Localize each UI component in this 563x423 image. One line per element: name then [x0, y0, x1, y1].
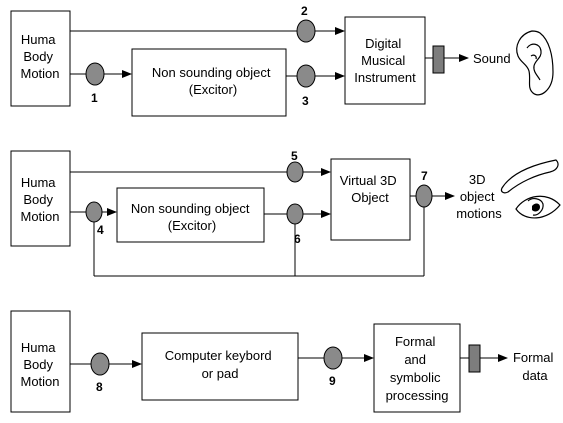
row1-output-label: Sound [473, 51, 511, 66]
row3-output-label: Formal data [513, 350, 557, 383]
row3-output-block [468, 344, 481, 373]
row1-instrument-box [344, 16, 426, 105]
node-1 [85, 62, 105, 86]
row3-processing-box [373, 323, 461, 413]
node-7 [415, 184, 433, 208]
row2-object-label: Virtual 3D Object [340, 173, 400, 205]
row1-excitor-box [131, 48, 287, 117]
row3-input-label: Huma Body Motion [20, 340, 59, 389]
eye-icon [500, 159, 561, 219]
row-2: Huma Body Motion 5 4 Non sounding object… [10, 149, 561, 277]
row2-excitor-label: Non sounding object (Excitor) [131, 201, 253, 233]
node-9 [323, 346, 343, 370]
row1-input-label: Huma Body Motion [20, 32, 59, 81]
row3-keyboard-label: Computer keybord or pad [165, 348, 276, 381]
row3-input-box [10, 310, 71, 413]
row2-output-label: 3D object motions [456, 172, 502, 221]
label-1: 1 [91, 91, 98, 105]
row1-output-block [432, 45, 445, 74]
row3-keyboard-box [141, 332, 299, 401]
row2-input-label: Huma Body Motion [20, 175, 59, 224]
row-3: Huma Body Motion 8 Computer keybord or p… [10, 310, 557, 413]
label-3: 3 [302, 94, 309, 108]
label-7: 7 [421, 169, 428, 183]
label-9: 9 [329, 374, 336, 388]
row2-object-box [330, 158, 411, 241]
label-2: 2 [301, 4, 308, 18]
row2-excitor-box [116, 187, 265, 243]
node-4 [85, 201, 103, 223]
node-6 [286, 203, 304, 225]
label-5: 5 [291, 149, 298, 163]
ear-icon [516, 30, 554, 96]
node-5 [286, 161, 304, 183]
node-8 [90, 352, 110, 376]
row1-instrument-label: Digital Musical Instrument [354, 36, 416, 85]
label-4: 4 [97, 223, 104, 237]
node-2 [296, 19, 316, 43]
row1-input-box [10, 10, 71, 107]
node-3 [296, 64, 316, 88]
row1-excitor-label: Non sounding object (Excitor) [152, 65, 274, 97]
row-1: Huma Body Motion 2 1 Non sounding object… [10, 4, 554, 117]
row2-input-box [10, 150, 71, 247]
label-6: 6 [294, 232, 301, 246]
label-8: 8 [96, 380, 103, 394]
row3-processing-label: Formal and symbolic processing [386, 334, 449, 403]
